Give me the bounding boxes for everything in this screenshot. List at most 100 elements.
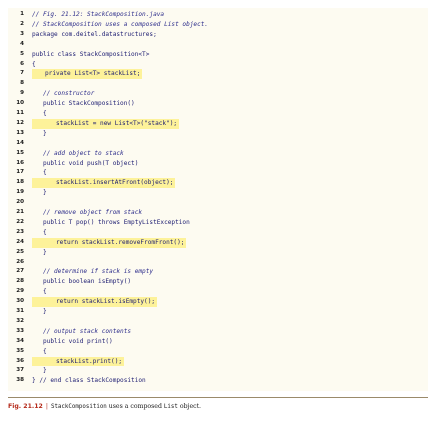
code-text: } — [32, 308, 47, 315]
highlighted-code-text: return stackList.removeFromFront(); — [32, 237, 187, 248]
figure-number: Fig. 21.12 — [8, 403, 43, 410]
highlighted-code-text: stackList = new List<T>("stack"); — [32, 118, 180, 129]
line-number: 9 — [20, 90, 24, 97]
line-number: 35 — [16, 347, 24, 354]
code-line: 23 { — [8, 228, 428, 238]
code-line: 4 — [8, 40, 428, 50]
caption-class-name: StackComposition — [50, 404, 107, 410]
code-text: { — [32, 347, 47, 355]
line-number: 12 — [16, 119, 24, 126]
line-number: 25 — [16, 248, 24, 255]
code-line: 37 } — [8, 366, 428, 376]
code-comment: // output stack contents — [32, 327, 132, 335]
line-number: 26 — [16, 258, 24, 265]
code-line: 35 { — [8, 347, 428, 357]
line-number: 2 — [20, 20, 24, 27]
code-line: 32 — [8, 317, 428, 327]
line-number: 28 — [16, 278, 24, 285]
code-line: 9 // constructor — [8, 89, 428, 99]
code-line: 3 package com.deitel.datastructures; — [8, 30, 428, 40]
code-text: public StackComposition() — [32, 100, 135, 108]
line-number: 11 — [16, 110, 24, 116]
code-text: public void print() — [32, 337, 113, 345]
line-number: 29 — [16, 288, 24, 295]
code-line: 7 private List<T> stackList; — [8, 69, 428, 80]
line-number: 17 — [16, 169, 24, 176]
code-line: 12 stackList = new List<T>("stack"); — [8, 118, 428, 129]
highlighted-code-text: stackList.insertAtFront(object); — [32, 178, 176, 189]
code-line: 36 stackList.print(); — [8, 356, 428, 367]
code-text: public void push(T object) — [32, 159, 139, 167]
code-comment: // add object to stack — [32, 149, 124, 157]
line-number: 33 — [16, 327, 24, 334]
line-number: 24 — [16, 238, 24, 245]
line-number: 13 — [16, 129, 24, 136]
code-line: 18 stackList.insertAtFront(object); — [8, 178, 428, 189]
code-line: 13 } — [8, 129, 428, 139]
line-number: 22 — [16, 218, 24, 225]
code-line: 1 // Fig. 21.12: StackComposition.java — [8, 10, 428, 20]
caption-separator: | — [45, 403, 48, 410]
code-text: { — [32, 228, 47, 236]
code-line: 34 public void print() — [8, 337, 428, 347]
line-number: 20 — [16, 199, 24, 206]
code-text: } // end class StackComposition — [32, 377, 146, 385]
code-line: 31 } — [8, 307, 428, 317]
highlighted-code-text: stackList.print(); — [32, 356, 125, 367]
line-number: 21 — [16, 209, 24, 215]
line-number: 34 — [16, 337, 24, 344]
code-line: 22 public T pop() throws EmptyListExcept… — [8, 218, 428, 228]
code-comment: // Fig. 21.12: StackComposition.java — [32, 11, 165, 18]
line-number: 1 — [20, 11, 24, 17]
line-number: 10 — [16, 100, 24, 107]
code-text: { — [32, 288, 47, 296]
code-line: 19 } — [8, 188, 428, 198]
line-number: 14 — [16, 139, 24, 146]
code-line: 21 // remove object from stack — [8, 208, 428, 218]
caption-end-text: object. — [177, 403, 202, 410]
caption-text: uses a composed — [106, 403, 164, 410]
code-comment: // StackComposition uses a composed List… — [32, 20, 209, 28]
code-comment: // remove object from stack — [32, 209, 143, 216]
code-comment: // determine if stack is empty — [32, 268, 154, 276]
line-number: 32 — [16, 317, 24, 324]
line-number: 16 — [16, 159, 24, 166]
code-text: public T pop() throws EmptyListException — [32, 218, 190, 226]
line-number: 30 — [16, 298, 24, 305]
line-number: 3 — [20, 30, 24, 37]
code-line: 33 // output stack contents — [8, 327, 428, 337]
code-line: 29 { — [8, 287, 428, 297]
code-text: } — [32, 189, 47, 197]
code-text: { — [32, 110, 47, 117]
code-text: } — [32, 248, 47, 256]
code-text: } — [32, 129, 47, 137]
line-number: 31 — [16, 308, 24, 314]
code-text: public class StackComposition<T> — [32, 50, 150, 58]
code-line: 28 public boolean isEmpty() — [8, 277, 428, 287]
line-number: 18 — [16, 179, 24, 186]
line-number: 27 — [16, 268, 24, 275]
code-line: 27 // determine if stack is empty — [8, 267, 428, 277]
code-line: 2 // StackComposition uses a composed Lis… — [8, 20, 428, 30]
line-number: 19 — [16, 189, 24, 196]
code-text: package com.deitel.datastructures; — [32, 30, 157, 38]
caption-divider — [8, 397, 428, 398]
line-number: 37 — [16, 367, 24, 374]
code-text: public boolean isEmpty() — [32, 278, 132, 286]
line-number: 6 — [20, 60, 24, 67]
code-line: 8 — [8, 79, 428, 89]
code-line: 15 // add object to stack — [8, 149, 428, 159]
code-line: 30 return stackList.isEmpty(); — [8, 297, 428, 307]
code-text: { — [32, 169, 47, 177]
code-text: { — [32, 60, 36, 68]
code-line: 11 { — [8, 109, 428, 119]
line-number: 36 — [16, 357, 24, 364]
code-text: } — [32, 367, 47, 375]
code-line: 17 { — [8, 168, 428, 178]
code-line: 14 — [8, 139, 428, 149]
highlighted-code-text: return stackList.isEmpty(); — [32, 297, 158, 307]
line-number: 7 — [20, 70, 24, 77]
line-number: 4 — [20, 40, 24, 47]
